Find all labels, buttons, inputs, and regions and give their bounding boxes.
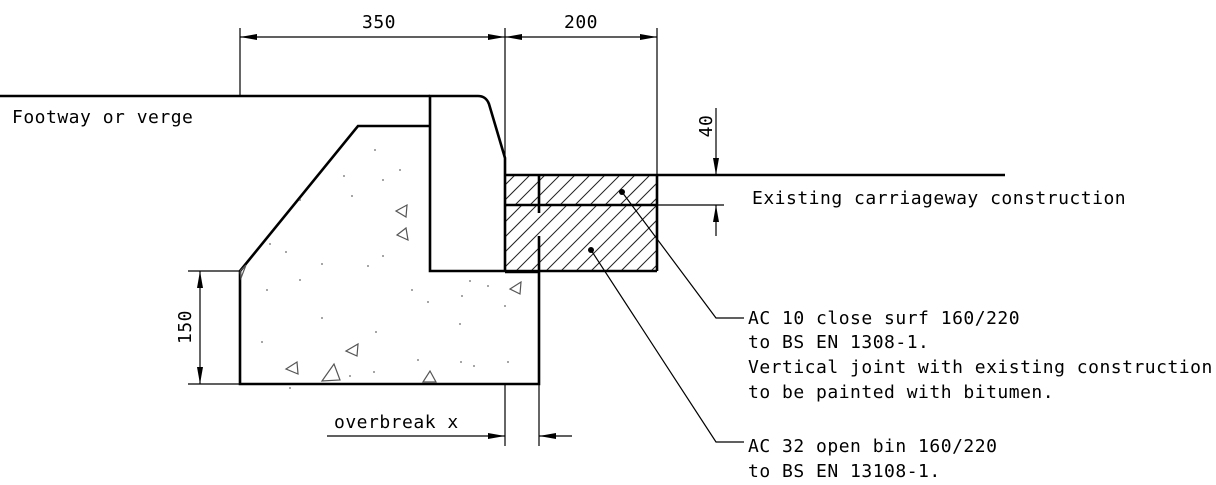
hatch-line [559,175,591,205]
hatch-line [589,175,621,205]
surface-note-line-1: AC 10 close surf 160/220 [748,308,1020,329]
hatch-line [529,175,561,205]
hatch-line [395,175,425,205]
hatch-line [604,219,657,272]
hatch-line [505,175,531,201]
hatch-line [619,175,651,205]
hatch-line [505,205,508,208]
hatch-line [505,205,523,223]
surface-note-line-3: Vertical joint with existing constructio… [748,357,1213,378]
dimension-150-label: 150 [175,310,196,344]
leader-binder [588,247,744,443]
hatch-line [634,182,657,205]
hatch-line [574,175,606,205]
hatch-line [470,175,500,205]
hatch-line [649,197,657,205]
hatch-line [815,205,882,272]
hatch-line [589,205,657,272]
dimension-350-label: 350 [362,12,396,33]
surface-course-hatch [305,175,755,205]
hatch-line [634,249,657,272]
binder-course-note: AC 32 open bin 160/220 to BS EN 13108-1. [748,436,997,482]
hatch-line [574,205,643,272]
concrete-stipple [261,149,509,389]
hatch-line [425,205,492,272]
hatch-line [680,205,747,272]
dimension-40: 40 [657,108,724,236]
hatch-line [665,205,732,272]
surface-note-line-2: to BS EN 1308-1. [748,332,929,353]
hatch-line [365,175,395,205]
binder-note-line-1: AC 32 open bin 160/220 [748,436,997,457]
carriageway-label: Existing carriageway construction [752,188,1126,209]
hatch-line [755,205,822,272]
hatch-line [544,175,576,205]
hatch-line [680,175,710,205]
hatch-line [514,205,583,272]
hatch-line [785,205,852,272]
surface-note-line-4: to be painted with bitumen. [748,382,1054,403]
hatch-line [350,175,380,205]
hatch-line [305,205,372,272]
hatch-line [529,205,598,272]
hatch-line [544,205,613,272]
hatch-line [365,205,432,272]
footway-label: Footway or verge [12,107,193,128]
overbreak-dimension: overbreak x [327,384,572,446]
hatch-line [440,175,470,205]
hatch-line [665,175,695,205]
hatch-line [845,205,912,272]
hatch-line [710,205,777,272]
hatch-line [619,234,657,272]
hatch-line [380,175,410,205]
hatch-line [740,205,807,272]
binder-note-line-2: to BS EN 13108-1. [748,461,941,482]
hatch-line [725,205,792,272]
hatch-line [695,205,762,272]
hatch-line [505,205,568,268]
hatch-line [410,205,477,272]
hatch-line [505,205,538,238]
concrete-haunch-outline [238,124,541,386]
hatch-line [559,205,628,272]
hatch-line [875,205,942,272]
hatch-line [305,175,335,205]
hatch-line [725,175,755,205]
dimension-150: 150 [175,270,240,385]
hatch-line [320,175,350,205]
hatch-line [890,205,957,272]
hatch-line [695,175,725,205]
hatch-line [770,205,837,272]
hatch-line [380,205,447,272]
surface-course-note: AC 10 close surf 160/220 to BS EN 1308-1… [748,308,1213,403]
hatch-line [335,205,402,272]
binder-course-hatch [305,205,957,272]
dimension-40-label: 40 [696,115,717,138]
hatch-line [710,175,740,205]
dimension-200: 200 [505,12,658,175]
kerb-outline [428,94,507,273]
dimension-200-label: 200 [564,12,598,33]
hatch-line [830,205,897,272]
hatch-line [505,205,553,253]
hatch-line [649,264,657,272]
hatch-line [335,175,365,205]
hatch-line [860,205,927,272]
hatch-line [505,175,516,186]
aggregate-symbols [239,203,522,383]
hatch-line [455,175,485,205]
hatch-line [410,175,440,205]
dimension-350: 350 [239,12,506,158]
overbreak-label: overbreak x [334,412,459,433]
hatch-line [320,205,387,272]
leader-surface [619,189,744,319]
hatch-line [350,205,417,272]
hatch-line [800,205,867,272]
hatch-line [514,175,546,205]
